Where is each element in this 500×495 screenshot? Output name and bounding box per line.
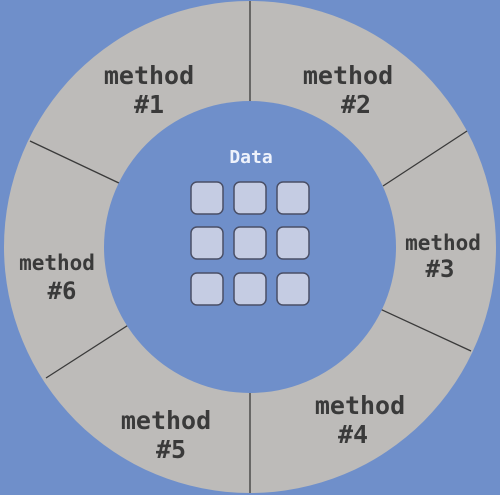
segment-name: method [315, 391, 405, 420]
data-cell [233, 181, 267, 215]
data-cell [276, 272, 310, 306]
segment-number: #3 [426, 255, 455, 283]
data-cell [190, 181, 224, 215]
segment-number: #6 [48, 277, 77, 305]
data-cell [190, 226, 224, 260]
divider-lower-left [45, 323, 131, 379]
segment-method-6: method #6 [19, 251, 95, 305]
data-cell [276, 226, 310, 260]
segment-name: method [303, 61, 393, 90]
segment-method-1: method #1 [104, 61, 194, 119]
segment-method-2: method #2 [303, 61, 393, 119]
segment-name: method [104, 61, 194, 90]
segment-method-3: method #3 [405, 231, 481, 283]
data-cell [276, 181, 310, 215]
center-title: Data [229, 147, 272, 168]
segment-dividers [29, 1, 472, 493]
segment-number: #1 [134, 90, 164, 119]
segment-name: method [405, 231, 481, 255]
segment-name: method [19, 251, 95, 275]
divider-upper-right [382, 130, 468, 187]
segment-name: method [121, 406, 211, 435]
segment-method-5: method #5 [121, 406, 211, 464]
segment-method-4: method #4 [315, 391, 405, 449]
segment-number: #4 [338, 420, 368, 449]
segment-number: #2 [341, 90, 371, 119]
divider-upper-left [29, 140, 122, 185]
data-grid [190, 181, 310, 306]
data-cell [190, 272, 224, 306]
data-cell [233, 272, 267, 306]
segment-number: #5 [156, 435, 186, 464]
data-cell [233, 226, 267, 260]
divider-lower-right [379, 308, 472, 352]
